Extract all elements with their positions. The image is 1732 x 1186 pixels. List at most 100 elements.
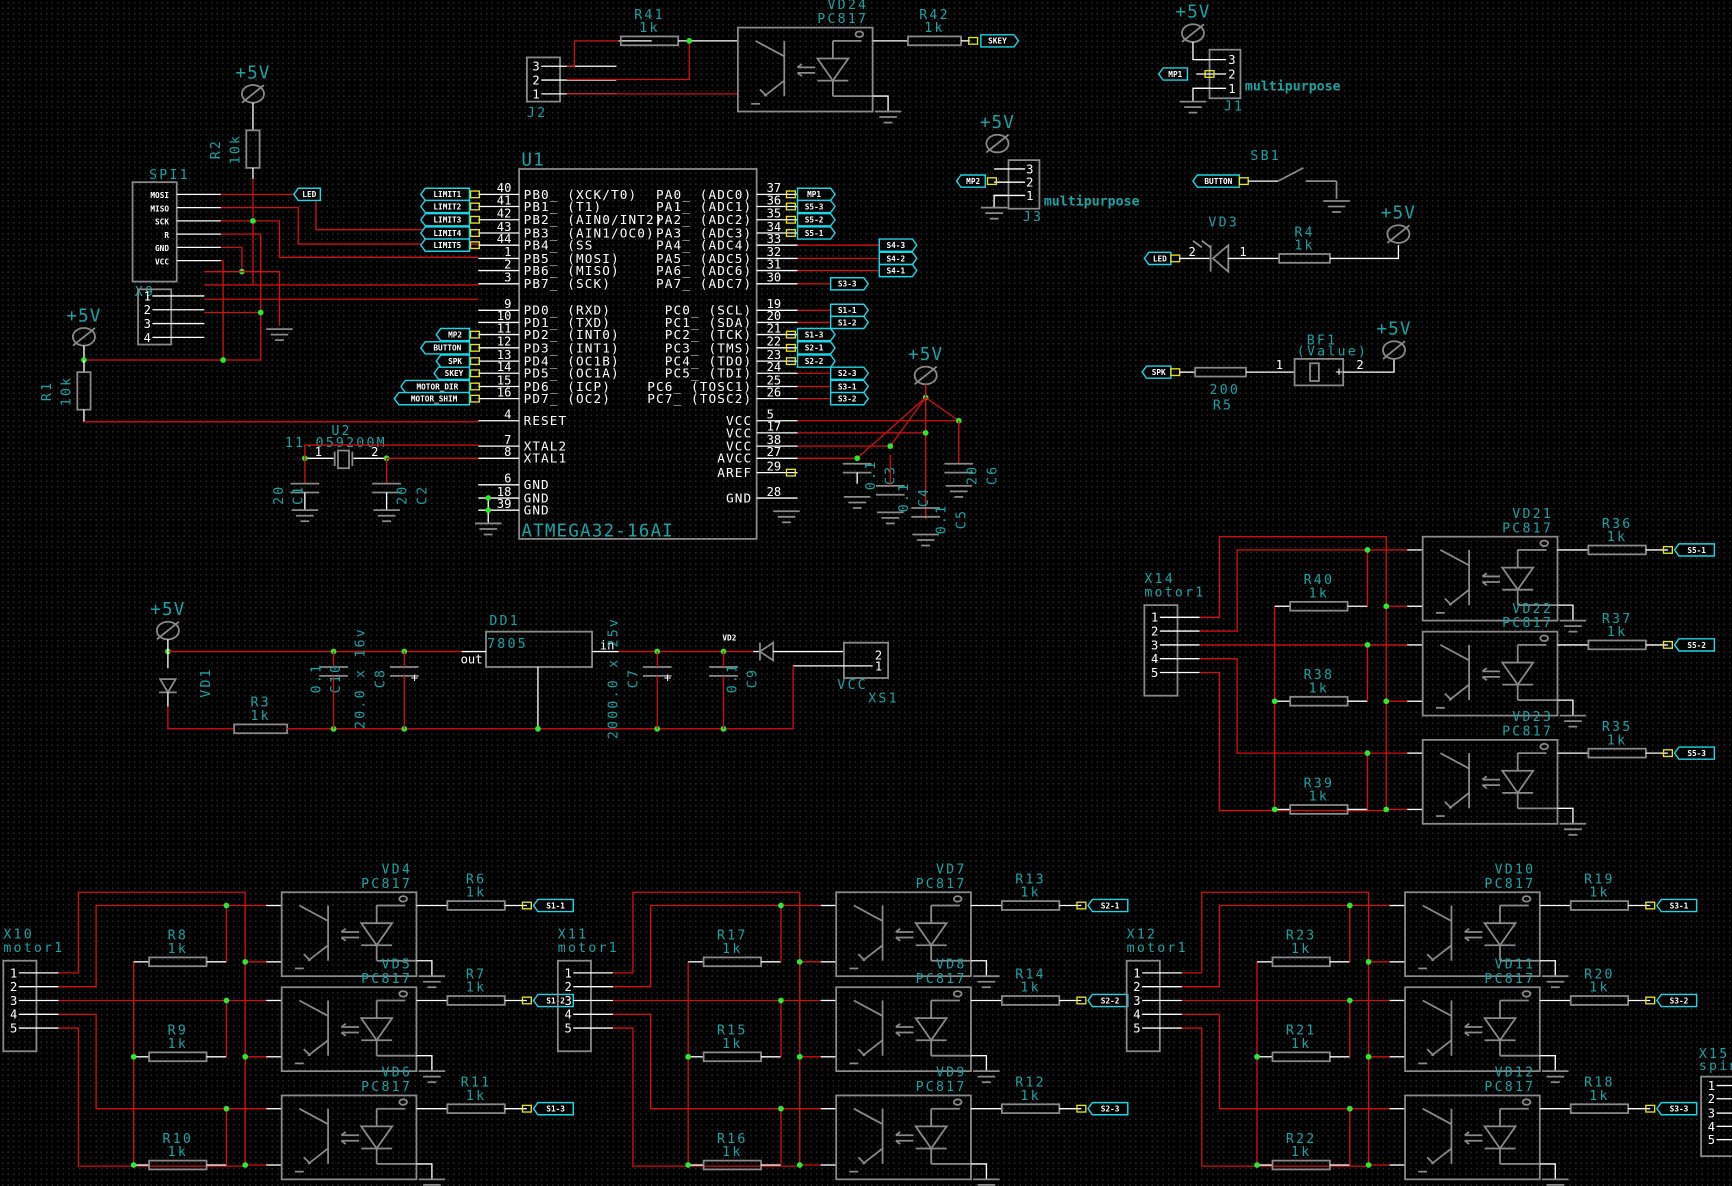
net-label-limit3[interactable]: LIMIT3 [419, 212, 471, 227]
net-label-button[interactable]: BUTTON [419, 341, 471, 355]
net-label-skey[interactable]: SKEY [980, 34, 1020, 48]
net-label-s1-3[interactable]: S1-3 [796, 327, 836, 342]
net-label-mp2[interactable]: MP2 [955, 174, 987, 188]
net-label-limit1[interactable]: LIMIT1 [419, 187, 471, 202]
net-label-s2-1[interactable]: S2-1 [1087, 898, 1129, 913]
net-label-s4-2[interactable]: S4-2 [878, 251, 918, 266]
net-label-s5-2[interactable]: S5-2 [1673, 638, 1716, 652]
net-label-s1-3[interactable]: S1-3 [532, 1101, 575, 1116]
net-label-s3-2[interactable]: S3-2 [1655, 993, 1698, 1008]
net-label-s5-3[interactable]: S5-3 [796, 199, 836, 214]
net-label-s3-3[interactable]: S3-3 [829, 277, 870, 291]
net-label-led[interactable]: LED [1143, 251, 1172, 266]
net-label-s2-3[interactable]: S2-3 [1087, 1101, 1129, 1116]
net-label-s2-2[interactable]: S2-2 [1087, 993, 1129, 1008]
diode-vd2[interactable]: VD2 [722, 633, 844, 663]
net-label-s5-3[interactable]: S5-3 [1673, 746, 1716, 760]
net-label-button[interactable]: BUTTON [1192, 174, 1241, 188]
net-label-s2-3[interactable]: S2-3 [829, 366, 870, 381]
connector-x15[interactable]: X15spin12345 [1699, 1047, 1732, 1158]
net-label-s1-2[interactable]: S1-2 [829, 315, 870, 330]
net-label-s5-1[interactable]: S5-1 [1673, 543, 1716, 557]
net-label-limit4[interactable]: LIMIT4 [419, 226, 471, 240]
connector-j1[interactable]: 321 [1196, 48, 1242, 100]
button-sb1[interactable] [1248, 167, 1338, 199]
net-label-s3-1[interactable]: S3-1 [829, 379, 870, 394]
net-label-s1-1[interactable]: S1-1 [829, 303, 870, 318]
net-label-mp1[interactable]: MP1 [796, 187, 836, 202]
net-label-s5-2[interactable]: S5-2 [796, 212, 836, 227]
net-label-led[interactable]: LED [292, 187, 322, 202]
net-label-limit2[interactable]: LIMIT2 [419, 199, 471, 214]
net-label-s2-2[interactable]: S2-2 [796, 354, 836, 368]
net-label-motor-dir[interactable]: MOTOR_DIR [400, 379, 471, 394]
net-label-limit5[interactable]: LIMIT5 [419, 238, 471, 252]
net-label-s4-3[interactable]: S4-3 [878, 238, 918, 252]
net-label-s3-3[interactable]: S3-3 [1655, 1101, 1698, 1116]
connector-j3[interactable]: 321 [994, 159, 1041, 210]
net-label-spk[interactable]: SPK [1141, 365, 1172, 379]
net-label-s4-1[interactable]: S4-1 [878, 263, 918, 278]
net-label-skey[interactable]: SKEY [433, 366, 471, 381]
net-label-s1-1[interactable]: S1-1 [532, 898, 575, 913]
net-label-mp1[interactable]: MP1 [1157, 67, 1189, 81]
net-label-s5-1[interactable]: S5-1 [796, 226, 836, 240]
